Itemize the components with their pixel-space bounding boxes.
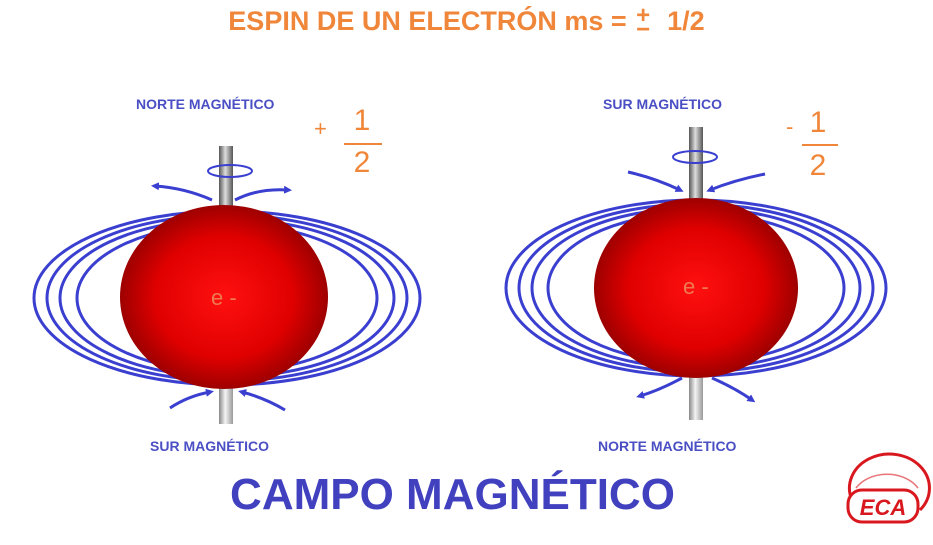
left-bottom-pole-label: SUR MAGNÉTICO [150,438,269,454]
footer-title: CAMPO MAGNÉTICO [230,470,675,519]
left-spin-fraction: + 1 2 [310,104,390,184]
right-axis-rod-bottom [689,370,703,420]
left-spin-sign: + [314,116,327,141]
right-top-pole-label: SUR MAGNÉTICO [603,96,722,112]
right-bottom-pole-label: NORTE MAGNÉTICO [598,438,737,454]
left-electron-group [32,146,422,424]
left-fraction-bar [344,143,382,145]
left-bottom-arrows [169,388,286,412]
left-spin-denominator: 2 [353,146,371,179]
right-spin-denominator: 2 [809,149,827,182]
right-top-arrows [627,170,766,193]
left-top-arrows [151,182,292,202]
right-rotation-indicator [672,150,718,164]
left-electron-label: e - [211,285,237,310]
right-spin-fraction: - 1 2 [780,104,860,184]
right-electron-label: e - [683,274,709,299]
title-value: 1/2 [667,6,705,36]
right-spin-numerator: 1 [809,106,827,139]
right-electron-sphere [594,198,798,378]
left-axis-rod-top [219,146,233,214]
left-top-pole-label: NORTE MAGNÉTICO [136,96,275,112]
page-title: ESPIN DE UN ELECTRÓN ms = +− 1/2 [0,2,933,43]
left-spin-numerator: 1 [353,104,371,137]
left-rotation-indicator [207,164,253,178]
left-axis-rod-bottom [219,382,233,424]
right-axis-rod-top [689,127,703,205]
plus-minus-symbol: +− [636,2,651,43]
logo-text: ECA [860,495,906,520]
title-text: ESPIN DE UN ELECTRÓN ms = [228,6,635,36]
right-electron-group [504,127,888,420]
left-electron-sphere [120,205,328,389]
right-spin-sign: - [786,114,794,139]
right-bottom-arrows [636,376,756,403]
right-fraction-bar [802,144,838,146]
eca-logo: ECA [846,452,931,524]
